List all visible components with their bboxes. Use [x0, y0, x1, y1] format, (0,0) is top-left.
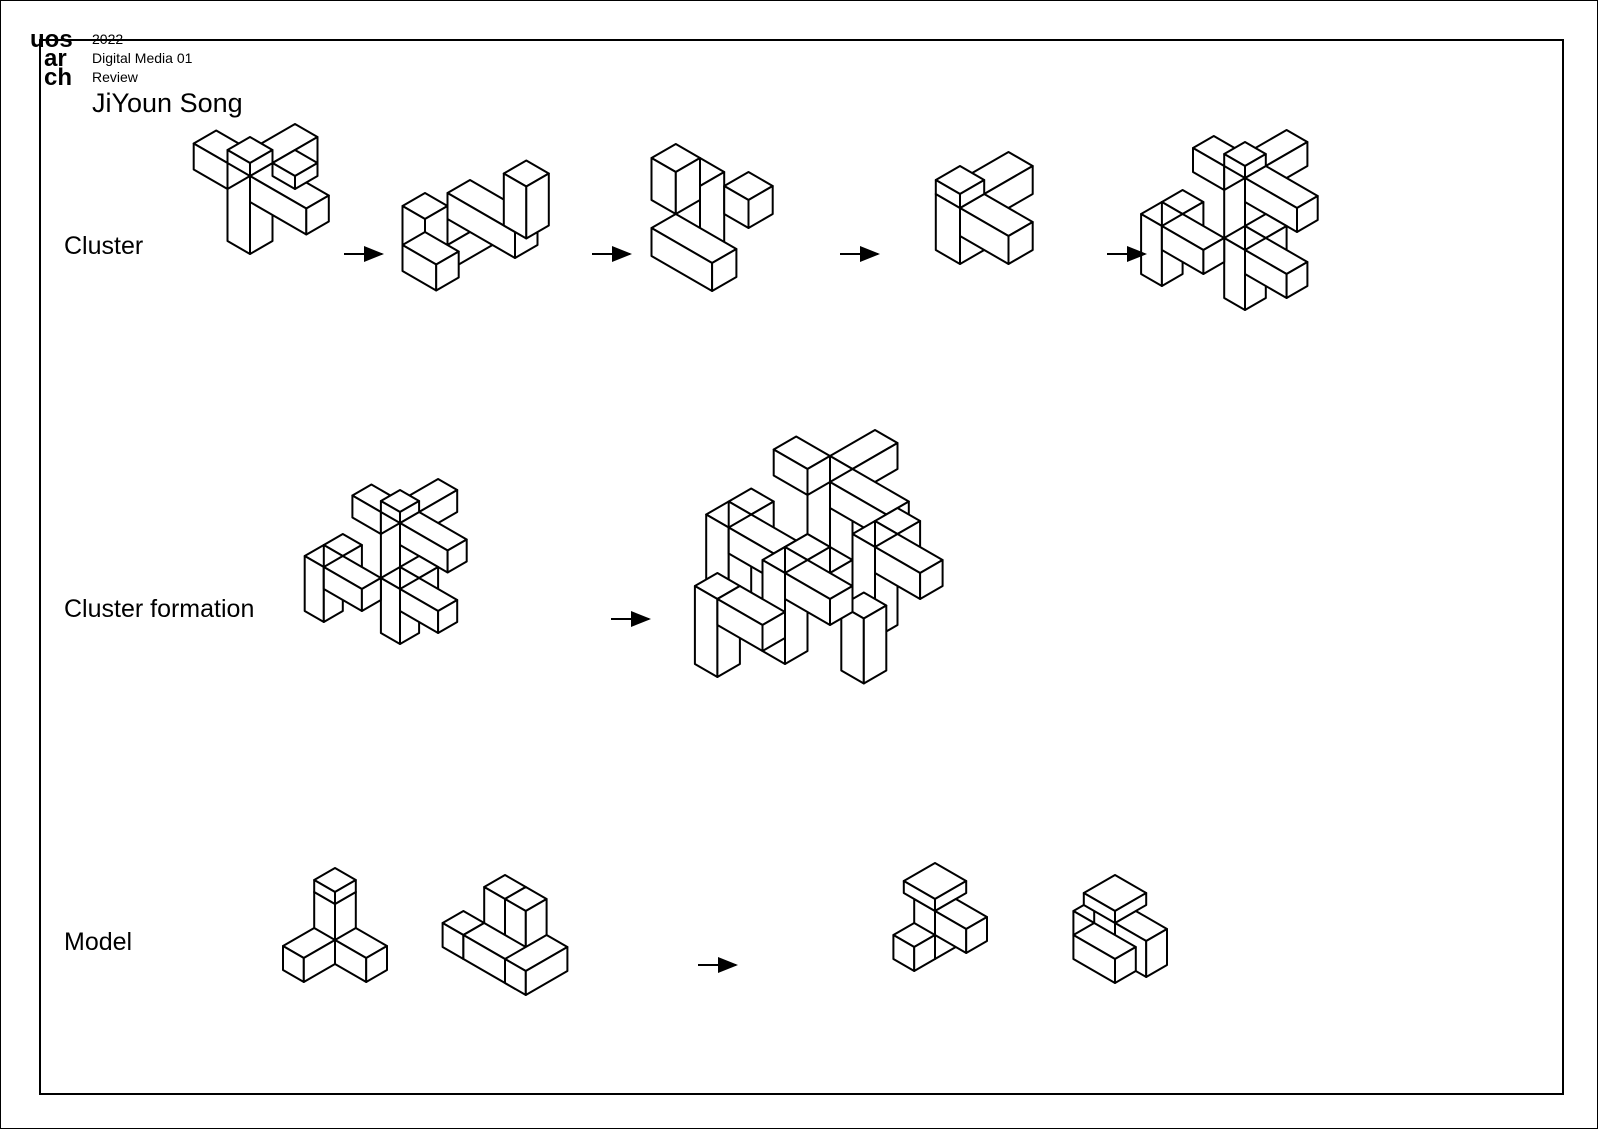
isometric-block-icon: [959, 179, 986, 209]
isometric-block-icon: [1140, 213, 1163, 287]
isometric-block-icon: [524, 946, 569, 996]
model-diagram-4: [1072, 874, 1168, 984]
isometric-block-icon: [1202, 237, 1226, 275]
isometric-block-icon: [1114, 946, 1137, 984]
isometric-block-icon: [1114, 892, 1148, 924]
isometric-block-icon: [761, 611, 786, 652]
isometric-block-icon: [1145, 928, 1168, 978]
isometric-block-icon: [360, 577, 382, 612]
isometric-block-icon: [711, 248, 738, 292]
logo-row-2: ar: [44, 45, 67, 72]
isometric-block-icon: [806, 455, 831, 496]
uos-arch-logo: uos ar ch: [30, 28, 73, 86]
isometric-block-icon: [674, 157, 701, 215]
header-year: 2022: [92, 31, 124, 47]
isometric-block-icon: [862, 604, 888, 685]
isometric-block-icon: [435, 250, 460, 292]
model-diagram-2: [441, 874, 569, 996]
isometric-block-icon: [829, 585, 854, 626]
isometric-block-icon: [1007, 221, 1034, 265]
formation-diagram-small: [303, 478, 468, 645]
cluster-diagram-3: [650, 143, 774, 292]
header-course: Digital Media 01: [92, 50, 193, 66]
isometric-block-icon: [294, 162, 319, 190]
author-name: JiYoun Song: [92, 88, 243, 118]
cluster-diagram-1: [192, 123, 330, 255]
row-label-cluster: Cluster: [64, 232, 144, 260]
isometric-block-icon: [446, 538, 468, 574]
isometric-block-icon: [693, 585, 719, 678]
model-diagram-3: [892, 862, 988, 972]
isometric-block-icon: [334, 879, 357, 905]
isometric-block-icon: [379, 577, 401, 645]
cluster-diagram-2: [401, 159, 550, 292]
isometric-block-icon: [249, 149, 274, 177]
isometric-block-icon: [913, 934, 936, 972]
isometric-block-icon: [525, 172, 550, 240]
row-label-cluster-formation: Cluster formation: [64, 595, 255, 623]
isometric-block-icon: [1296, 195, 1319, 233]
isometric-block-icon: [747, 185, 774, 229]
isometric-block-icon: [965, 916, 988, 954]
isometric-block-icon: [1285, 261, 1309, 299]
isometric-block-icon: [919, 559, 944, 600]
isometric-block-icon: [302, 939, 336, 983]
logo-row-3: ch: [44, 64, 72, 86]
cluster-diagram-5: [1140, 129, 1319, 311]
isometric-block-icon: [399, 500, 421, 524]
isometric-block-icon: [305, 194, 330, 236]
isometric-block-icon: [1244, 153, 1267, 179]
cluster-diagram-4: [934, 151, 1034, 265]
logo-row-1: uos: [30, 28, 73, 53]
drawing-frame: [39, 39, 1564, 1095]
model-diagram-1: [282, 867, 388, 983]
isometric-block-icon: [365, 945, 388, 983]
isometric-block-icon: [1223, 237, 1246, 311]
formation-diagram-large: [693, 429, 944, 685]
isometric-block-icon: [437, 599, 459, 634]
row-label-model: Model: [64, 928, 133, 956]
header-stage: Review: [92, 69, 138, 85]
isometric-block-icon: [303, 555, 325, 623]
